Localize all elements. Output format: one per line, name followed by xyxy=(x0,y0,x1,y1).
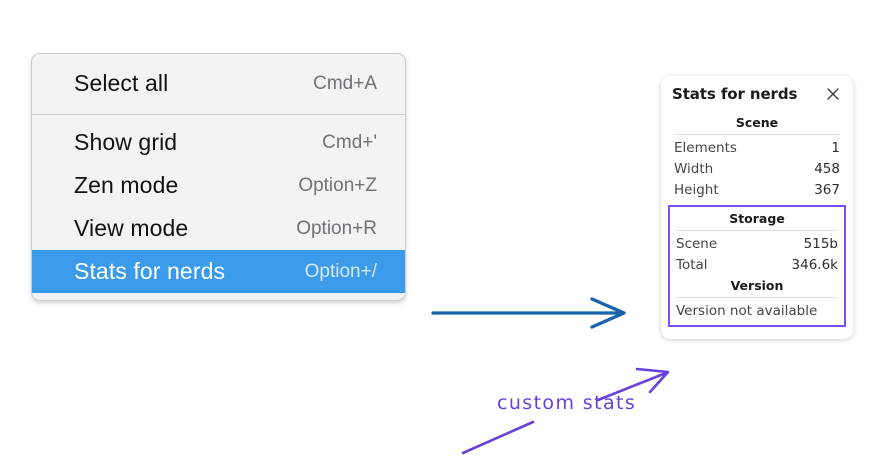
menu-group-1: Select all Cmd+A xyxy=(32,54,405,114)
stat-label: Elements xyxy=(674,139,737,156)
stat-value: 458 xyxy=(814,160,840,177)
section-rule xyxy=(674,134,840,135)
menu-item-label: View mode xyxy=(74,215,189,241)
section-rule xyxy=(676,297,838,298)
stats-section-scene: Scene Elements 1 Width 458 Height 367 xyxy=(672,112,842,200)
menu-item-shortcut: Option+/ xyxy=(304,260,377,282)
section-rule xyxy=(676,230,838,231)
menu-item-shortcut: Option+R xyxy=(296,217,377,239)
stat-value: 1 xyxy=(831,139,840,156)
menu-item-shortcut: Cmd+A xyxy=(313,72,377,94)
purple-underline-stroke xyxy=(461,420,535,455)
menu-item-label: Show grid xyxy=(74,129,178,155)
stats-for-nerds-panel: Stats for nerds Scene Elements 1 Width 4… xyxy=(661,76,853,339)
menu-divider xyxy=(32,114,405,115)
stat-row: Height 367 xyxy=(672,179,842,200)
section-title-scene: Scene xyxy=(735,115,779,130)
context-menu[interactable]: Select all Cmd+A Show grid Cmd+' Zen mod… xyxy=(31,53,406,301)
menu-item-stats-for-nerds[interactable]: Stats for nerds Option+/ xyxy=(32,250,405,293)
panel-header: Stats for nerds xyxy=(672,85,842,103)
stat-row: Elements 1 xyxy=(672,137,842,158)
stat-row: Total 346.6k xyxy=(674,254,840,275)
menu-item-view-mode[interactable]: View mode Option+R xyxy=(32,207,405,250)
stat-label: Scene xyxy=(676,235,718,252)
stat-value: 515b xyxy=(803,235,838,252)
menu-item-shortcut: Cmd+' xyxy=(322,131,377,153)
menu-item-show-grid[interactable]: Show grid Cmd+' xyxy=(32,121,405,164)
section-title-version: Version xyxy=(730,278,784,293)
stats-section-version: Version Version not available xyxy=(674,275,840,322)
menu-item-label: Select all xyxy=(74,70,169,96)
stat-value: 367 xyxy=(814,181,840,198)
menu-group-2: Show grid Cmd+' Zen mode Option+Z View m… xyxy=(32,115,405,300)
close-icon[interactable] xyxy=(824,85,842,103)
panel-title: Stats for nerds xyxy=(672,85,798,103)
stat-label: Height xyxy=(674,181,719,198)
stats-section-storage: Storage Scene 515b Total 346.6k xyxy=(674,208,840,275)
blue-arrow xyxy=(431,297,626,329)
menu-item-select-all[interactable]: Select all Cmd+A xyxy=(32,62,405,105)
handwritten-note: custom stats xyxy=(497,392,637,414)
stat-label: Width xyxy=(674,160,714,177)
stat-row: Scene 515b xyxy=(674,233,840,254)
stat-row: Width 458 xyxy=(672,158,842,179)
menu-item-label: Zen mode xyxy=(74,172,179,198)
version-value: Version not available xyxy=(676,303,818,319)
custom-stats-highlight-box: Storage Scene 515b Total 346.6k Version … xyxy=(668,205,846,327)
stat-label: Total xyxy=(676,256,708,273)
menu-item-label: Stats for nerds xyxy=(74,258,226,284)
menu-item-zen-mode[interactable]: Zen mode Option+Z xyxy=(32,164,405,207)
menu-item-shortcut: Option+Z xyxy=(298,174,377,196)
section-title-storage: Storage xyxy=(729,211,785,226)
stat-value: 346.6k xyxy=(791,256,838,273)
